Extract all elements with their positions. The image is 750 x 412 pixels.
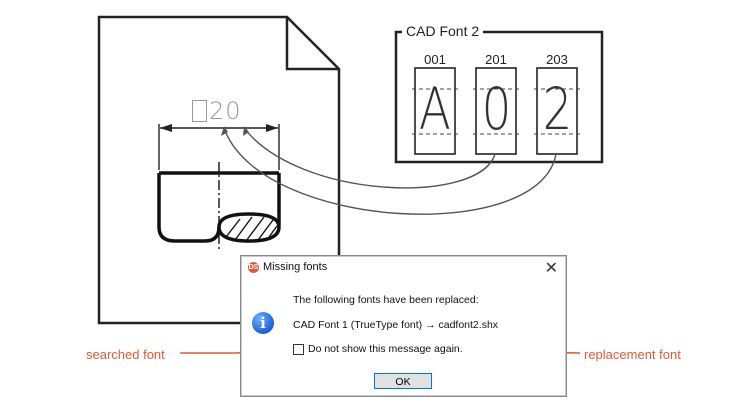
dont-show-again-row[interactable]: Do not show this message again. <box>293 343 463 355</box>
missing-glyph-box <box>192 100 207 122</box>
app-logo-icon: DS <box>248 262 259 273</box>
dimension-arrow-right <box>266 124 278 132</box>
font-box-title: CAD Font 2 <box>402 23 484 39</box>
mapping-arrows <box>223 127 557 215</box>
callout-replacement-font: replacement font <box>584 347 681 362</box>
glyph-guides <box>412 88 580 135</box>
close-icon[interactable]: ✕ <box>544 260 558 277</box>
info-icon: i <box>252 312 274 334</box>
font-replacement-message: CAD Font 1 (TrueType font) → cadfont2.sh… <box>293 319 499 331</box>
arrow-glyph-201-to-dimension <box>243 127 496 189</box>
cylinder-part <box>157 162 281 250</box>
glyph-cells <box>414 67 578 155</box>
glyph-char-3: 2 <box>542 75 572 143</box>
ok-button[interactable]: OK <box>374 373 432 389</box>
glyph-code-1: 001 <box>424 52 446 67</box>
arrowhead-1 <box>243 126 249 136</box>
callout-searched-font: searched font <box>86 347 165 362</box>
missing-fonts-dialog: DS Missing fonts ✕ The following fonts h… <box>240 255 567 397</box>
dimension-text: 20 <box>192 97 242 125</box>
glyph-char-1: A <box>419 75 451 143</box>
dont-show-again-label: Do not show this message again. <box>308 343 463 355</box>
dialog-heading: The following fonts have been replaced: <box>293 294 479 306</box>
dimension-arrow-left <box>160 124 172 132</box>
dialog-title: Missing fonts <box>263 261 328 273</box>
arrowhead-2 <box>221 126 228 136</box>
glyph-char-2: 0 <box>481 75 511 143</box>
dont-show-again-checkbox[interactable] <box>293 343 304 355</box>
glyph-code-3: 203 <box>546 52 568 67</box>
document-fold <box>285 17 339 71</box>
dialog-titlebar[interactable]: DS Missing fonts ✕ <box>241 256 566 280</box>
arrow-glyph-203-to-dimension <box>223 127 557 215</box>
glyph-code-2: 201 <box>485 52 507 67</box>
